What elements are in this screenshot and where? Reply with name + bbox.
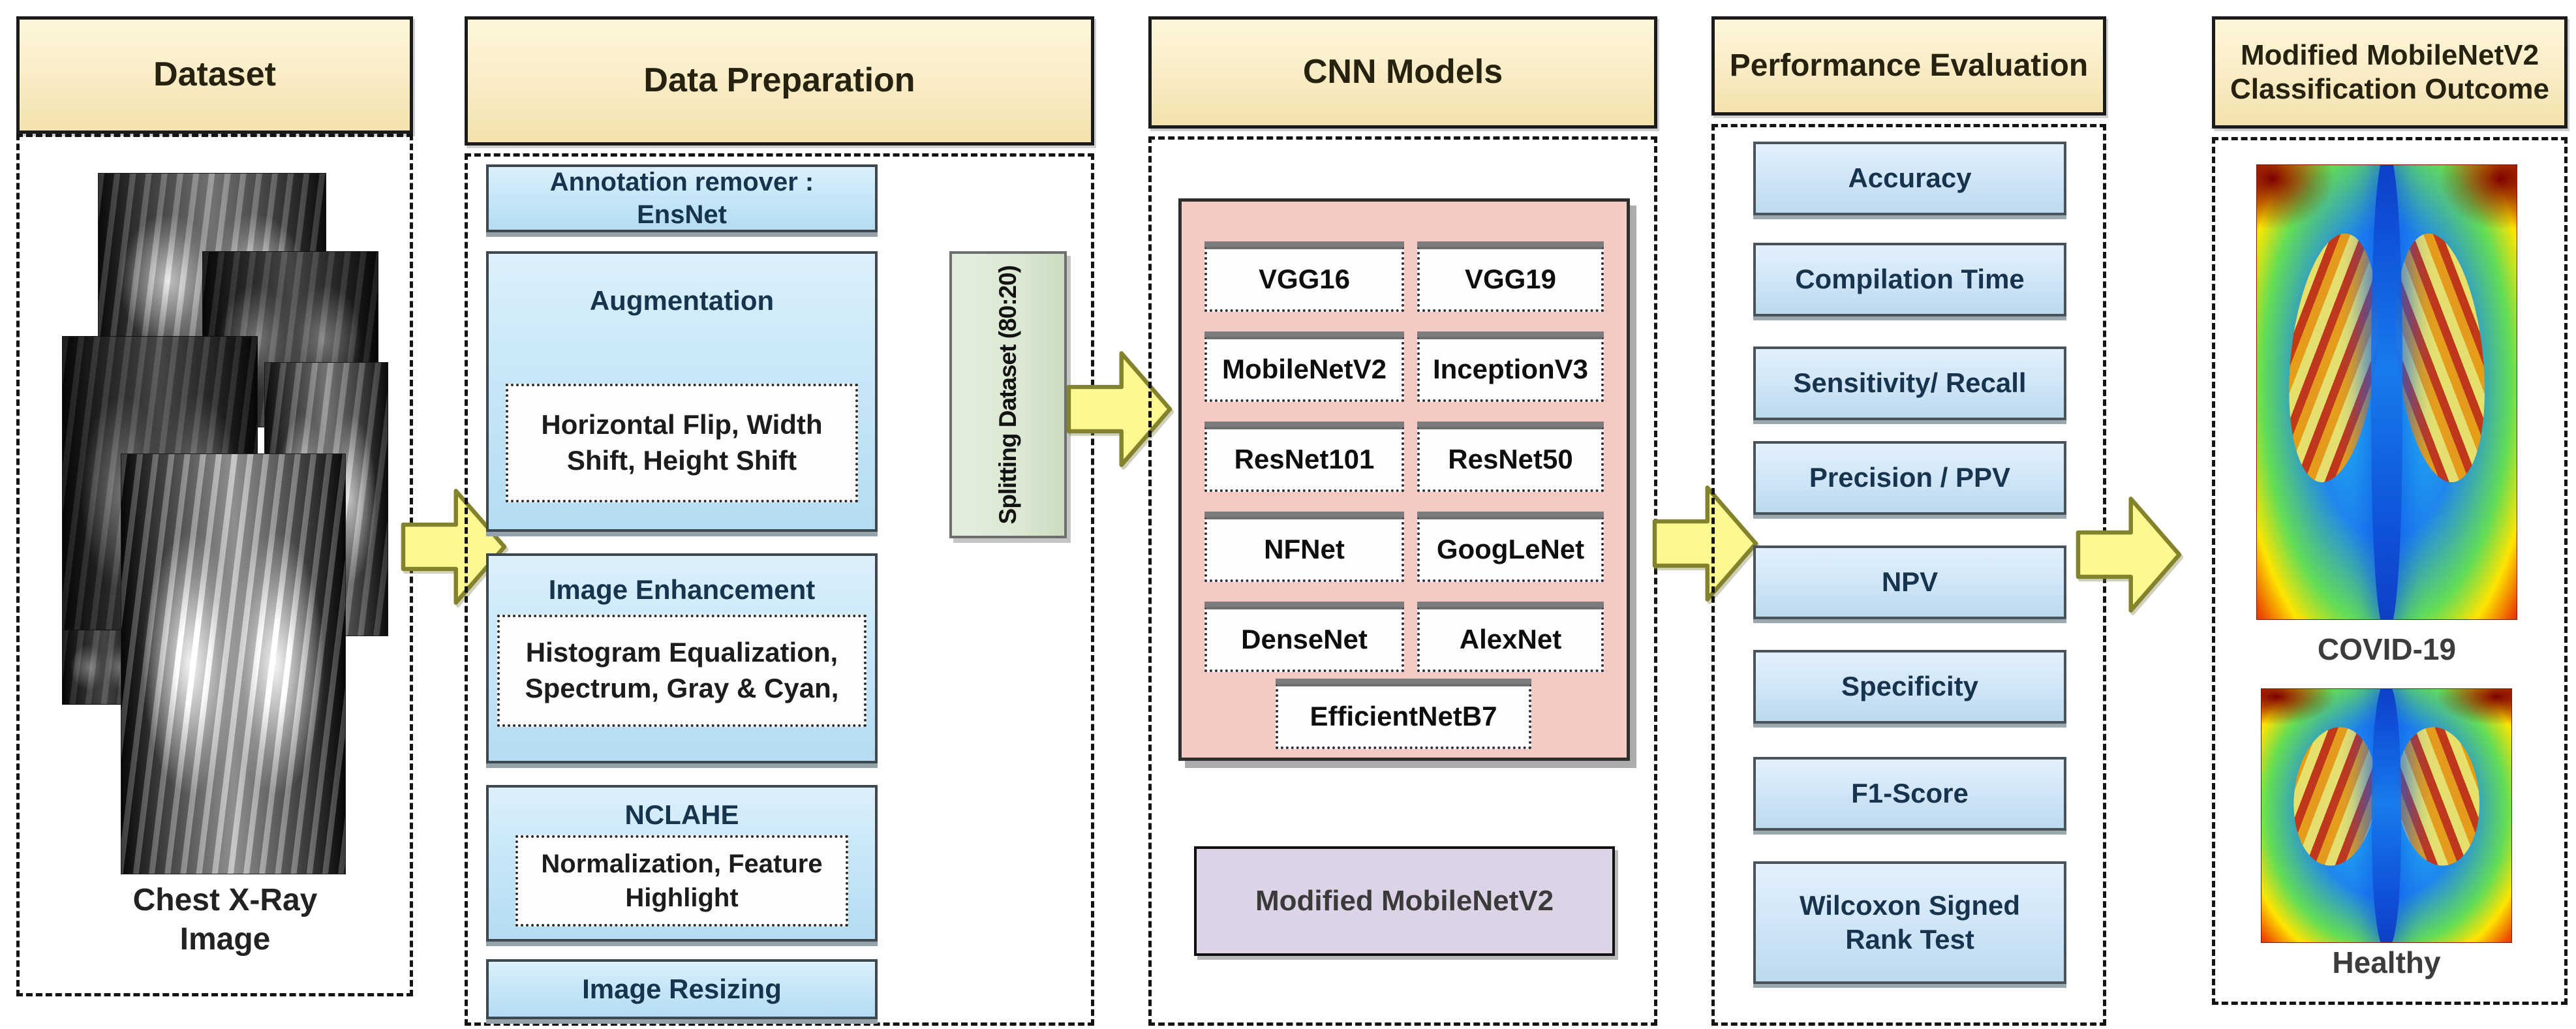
metric-sensitivity-recall: Sensitivity/ Recall (1753, 346, 2066, 420)
healthy-label-text: Healthy (2332, 945, 2441, 979)
annotation-remover-step: Annotation remover : EnsNet (486, 164, 878, 232)
cnn-models-header: CNN Models (1148, 16, 1657, 129)
metric-label: Sensitivity/ Recall (1793, 367, 2027, 399)
modified-mobilenetv2-label: Modified MobileNetV2 (1255, 885, 1554, 917)
model-label: InceptionV3 (1432, 354, 1589, 384)
xray-thumb (121, 453, 346, 874)
model-resnet101: ResNet101 (1204, 427, 1404, 492)
metric-wilcoxon-test: Wilcoxon Signed Rank Test (1753, 861, 2066, 984)
splitting-dataset-label: Splitting Dataset (80:20) (994, 265, 1021, 525)
augmentation-detail: Horizontal Flip, Width Shift, Height Shi… (541, 409, 823, 476)
outcome-panel (2212, 137, 2568, 1005)
dataset-header: Dataset (16, 16, 413, 134)
model-vgg19: VGG19 (1417, 247, 1604, 312)
model-googlenet: GoogLeNet (1417, 517, 1604, 582)
arrow-cnn-to-evaluation (1648, 475, 1762, 612)
outcome-header: Modified MobileNetV2 Classification Outc… (2212, 16, 2568, 129)
metric-specificity: Specificity (1753, 650, 2066, 724)
covid-heatmap-image (2256, 164, 2517, 620)
model-label: AlexNet (1459, 624, 1562, 654)
dataset-caption: Chest X-Ray Image (62, 881, 388, 959)
dataset-header-label: Dataset (153, 55, 276, 94)
metric-accuracy: Accuracy (1753, 142, 2066, 215)
heatmap-lung-shape (2389, 723, 2487, 870)
metric-f1-score: F1-Score (1753, 757, 2066, 831)
model-label: ResNet50 (1448, 444, 1573, 474)
modified-mobilenetv2-box: Modified MobileNetV2 (1194, 846, 1615, 956)
data-preparation-header-label: Data Preparation (643, 61, 915, 100)
nclahe-detail: Normalization, Feature Highlight (541, 850, 823, 912)
arrow-right-icon (2076, 497, 2182, 613)
model-label: EfficientNetB7 (1310, 701, 1497, 731)
healthy-label: Healthy (2261, 945, 2512, 980)
metric-label: Precision / PPV (1809, 462, 2011, 493)
dataset-caption-line1: Chest X-Ray (132, 883, 318, 917)
model-label: GoogLeNet (1436, 534, 1585, 564)
model-alexnet: AlexNet (1417, 607, 1604, 672)
image-resizing-title: Image Resizing (582, 973, 782, 1004)
metric-precision-ppv: Precision / PPV (1753, 441, 2066, 515)
model-resnet50: ResNet50 (1417, 427, 1604, 492)
model-label: NFNet (1264, 534, 1345, 564)
image-enhancement-detail-box: Histogram Equalization, Spectrum, Gray &… (497, 615, 866, 727)
data-preparation-header: Data Preparation (465, 16, 1094, 146)
healthy-heatmap-image (2261, 688, 2512, 943)
cnn-models-panel (1148, 136, 1657, 1026)
metric-label: Wilcoxon Signed Rank Test (1800, 889, 2020, 955)
arrow-right-icon (401, 489, 507, 605)
heatmap-spine-shape (2371, 165, 2402, 619)
model-nfnet: NFNet (1204, 517, 1404, 582)
image-enhancement-detail: Histogram Equalization, Spectrum, Gray &… (525, 637, 839, 703)
splitting-dataset-box: Splitting Dataset (80:20) (949, 251, 1067, 538)
outcome-header-line2: Classification Outcome (2230, 73, 2549, 105)
image-resizing-step: Image Resizing (486, 959, 878, 1019)
model-inceptionv3: InceptionV3 (1417, 337, 1604, 402)
performance-evaluation-header: Performance Evaluation (1711, 16, 2106, 115)
model-mobilenetv2: MobileNetV2 (1204, 337, 1404, 402)
heatmap-lung-shape (2286, 723, 2384, 870)
nclahe-title: NCLAHE (624, 799, 739, 830)
xray-collage (62, 173, 388, 874)
augmentation-title: Augmentation (589, 285, 774, 316)
nclahe-detail-box: Normalization, Feature Highlight (515, 835, 848, 927)
heatmap-spine-shape (2371, 689, 2402, 942)
performance-evaluation-header-label: Performance Evaluation (1729, 48, 2089, 83)
arrow-right-icon (1652, 485, 1758, 602)
model-label: VGG16 (1258, 264, 1351, 294)
model-label: DenseNet (1241, 624, 1368, 654)
model-label: VGG19 (1464, 264, 1557, 294)
metric-npv: NPV (1753, 545, 2066, 619)
covid-label: COVID-19 (2256, 632, 2517, 667)
metric-compilation-time: Compilation Time (1753, 243, 2066, 316)
model-densenet: DenseNet (1204, 607, 1404, 672)
metric-label: NPV (1881, 566, 1939, 598)
model-vgg16: VGG16 (1204, 247, 1404, 312)
arrow-evaluation-to-outcome (2072, 486, 2186, 623)
covid-label-text: COVID-19 (2317, 632, 2457, 666)
image-enhancement-title: Image Enhancement (548, 574, 816, 605)
dataset-caption-line2: Image (179, 922, 271, 957)
cnn-models-header-label: CNN Models (1302, 53, 1503, 91)
annotation-remover-line1: Annotation remover : (549, 168, 814, 196)
arrow-dataset-to-prep (397, 478, 511, 615)
arrow-prep-to-cnn (1062, 341, 1176, 478)
model-label: ResNet101 (1234, 444, 1375, 474)
metric-label: Specificity (1841, 671, 1979, 702)
metric-label: Compilation Time (1795, 264, 2025, 295)
outcome-header-line1: Modified MobileNetV2 (2240, 39, 2539, 72)
model-label: MobileNetV2 (1221, 354, 1387, 384)
model-efficientnetb7: EfficientNetB7 (1276, 684, 1531, 749)
metric-label: Accuracy (1848, 162, 1972, 194)
data-preparation-panel (465, 153, 1094, 1026)
metric-label: F1-Score (1851, 778, 1969, 809)
annotation-remover-line2: EnsNet (637, 200, 727, 229)
arrow-right-icon (1066, 351, 1173, 467)
augmentation-detail-box: Horizontal Flip, Width Shift, Height Shi… (506, 384, 858, 502)
